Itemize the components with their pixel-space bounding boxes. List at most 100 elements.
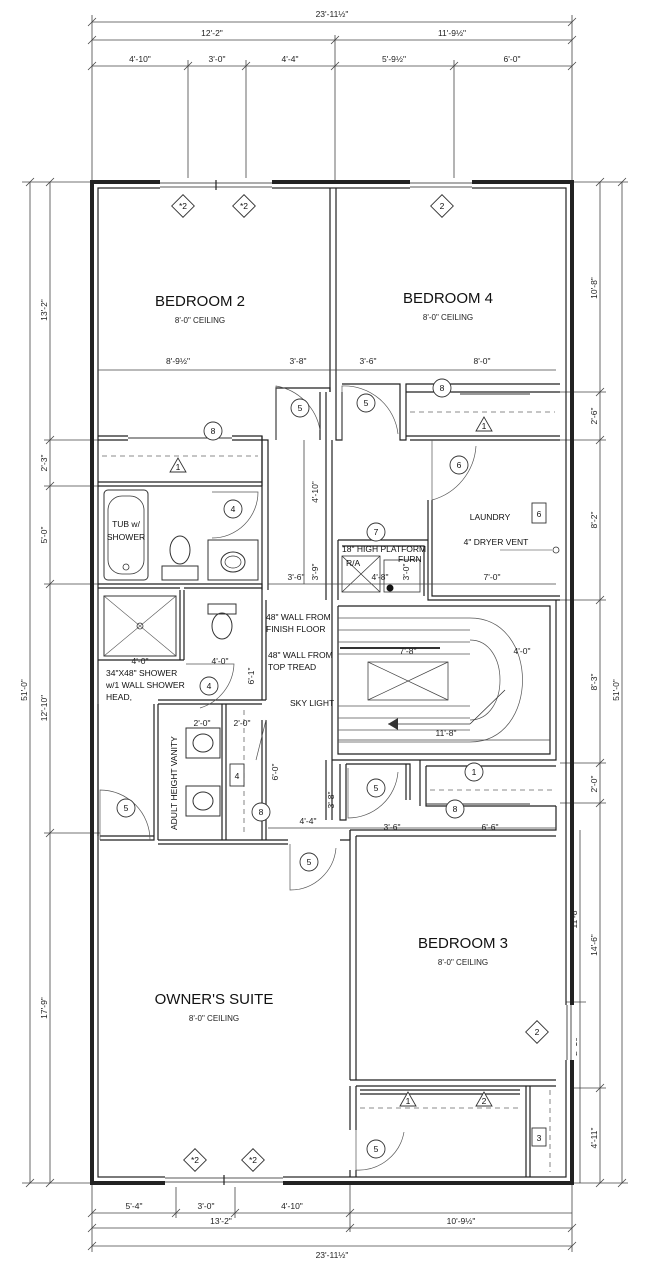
ceiling-bedroom-4: 8'-0" CEILING bbox=[423, 313, 473, 322]
door-tag: 4 bbox=[207, 681, 212, 691]
dim-hall-6-0: 6'-0" bbox=[270, 764, 280, 781]
dim-hall-4-10: 4'-10" bbox=[310, 481, 320, 503]
window-tag: *2 bbox=[191, 1155, 199, 1165]
dim-bot-seg3: 4'-10" bbox=[281, 1201, 303, 1211]
dim-right-1: 10'-8" bbox=[589, 277, 599, 299]
dimension-labels: 23'-11½" 12'-2" 11'-9½" 4'-10" 3'-0" 4'-… bbox=[19, 9, 621, 1260]
note-wall-tread-1: 48" WALL FROM bbox=[268, 650, 333, 660]
door-tag: 5 bbox=[307, 857, 312, 867]
window-tag: 2 bbox=[535, 1027, 540, 1037]
dim-bath-4-0a: 4'-0" bbox=[132, 656, 149, 666]
door-tag: 8 bbox=[440, 383, 445, 393]
window-tag: *2 bbox=[179, 201, 187, 211]
dim-top-seg3: 4'-4" bbox=[282, 54, 299, 64]
cabinet-tag: 1 bbox=[406, 1096, 411, 1106]
door-tag: 5 bbox=[298, 403, 303, 413]
room-name-bedroom-2: BEDROOM 2 bbox=[155, 293, 245, 310]
door-tag: 8 bbox=[453, 804, 458, 814]
door-tag: 5 bbox=[374, 783, 379, 793]
door-tag: 5 bbox=[124, 803, 129, 813]
dim-stair-7-8: 7'-8" bbox=[400, 646, 417, 656]
dim-furn-3-0: 3'-0" bbox=[401, 564, 411, 581]
dim-bot-total: 23'-11½" bbox=[316, 1250, 349, 1260]
dim-furn-4-8: 4'-8" bbox=[372, 572, 389, 582]
dim-right-5: 2'-0" bbox=[589, 776, 599, 793]
dim-vanity-2-0b: 2'-0" bbox=[234, 718, 251, 728]
dim-left-2: 2'-3" bbox=[39, 455, 49, 472]
dim-top-total: 23'-11½" bbox=[316, 9, 349, 19]
sink-icon bbox=[220, 551, 246, 573]
room-labels: BEDROOM 2 8'-0" CEILING BEDROOM 4 8'-0" … bbox=[155, 290, 511, 1023]
dim-top-right: 11'-9½" bbox=[438, 28, 466, 38]
ceiling-bedroom-2: 8'-0" CEILING bbox=[175, 316, 225, 325]
cabinet-tag: 4 bbox=[235, 771, 240, 781]
dim-laundry-7-0: 7'-0" bbox=[484, 572, 501, 582]
cabinet-tag: 3 bbox=[537, 1133, 542, 1143]
room-name-bedroom-3: BEDROOM 3 bbox=[418, 935, 508, 952]
dim-hall-3-6: 3'-6" bbox=[288, 572, 305, 582]
dim-left-total: 51'-0" bbox=[19, 679, 29, 701]
note-tub-line2: SHOWER bbox=[107, 532, 145, 542]
note-dryer-vent: 4" DRYER VENT bbox=[464, 537, 529, 547]
dim-b4-width: 8'-0" bbox=[474, 356, 491, 366]
cabinet-tag: 1 bbox=[176, 462, 181, 472]
note-wall-finish-2: FINISH FLOOR bbox=[266, 624, 326, 634]
dim-hall-3-9: 3'-9" bbox=[310, 564, 320, 581]
toilet-icon bbox=[169, 535, 191, 565]
dim-right-total: 51'-0" bbox=[611, 679, 621, 701]
note-tub-line1: TUB w/ bbox=[112, 519, 141, 529]
window-tag: 2 bbox=[440, 201, 445, 211]
door-tag: 8 bbox=[211, 426, 216, 436]
room-name-laundry: LAUNDRY bbox=[470, 512, 511, 522]
dim-top-seg2: 3'-0" bbox=[209, 54, 226, 64]
dim-top-left: 12'-2" bbox=[201, 28, 223, 38]
dim-vanity-2-0a: 2'-0" bbox=[194, 718, 211, 728]
bathtub bbox=[103, 489, 149, 581]
note-shower-3: HEAD, bbox=[106, 692, 132, 702]
dim-b2-width: 8'-9½" bbox=[166, 356, 190, 366]
dim-top-seg4: 5'-9½" bbox=[382, 54, 406, 64]
note-wall-finish-1: 48" WALL FROM bbox=[266, 612, 331, 622]
dim-b2-hall: 3'-8" bbox=[290, 356, 307, 366]
cabinet-tags: 1 1 1 2 3 6 4 bbox=[169, 416, 547, 1147]
door-tag: 5 bbox=[364, 398, 369, 408]
dim-left-3: 5'-0" bbox=[39, 527, 49, 544]
dim-bot-left: 13'-2" bbox=[210, 1216, 232, 1226]
cabinet-tag: 2 bbox=[482, 1096, 487, 1106]
note-furnace: FURN bbox=[398, 554, 422, 564]
dim-bot-right: 10'-9½" bbox=[447, 1216, 476, 1226]
interior-dimensions: 8'-9½" 3'-8" 3'-6" 8'-0" 4'-10" 3'-6" 3'… bbox=[98, 356, 556, 832]
door-tag: 6 bbox=[457, 460, 462, 470]
dim-b4-hall: 3'-6" bbox=[360, 356, 377, 366]
shower-stall bbox=[103, 595, 177, 657]
note-shower-2: w/1 WALL SHOWER bbox=[105, 680, 185, 690]
plan-notes: TUB w/ SHOWER 4" DRYER VENT 18" HIGH PLA… bbox=[105, 519, 528, 830]
dim-hall-4-4: 4'-4" bbox=[300, 816, 317, 826]
note-return-air: R/A bbox=[346, 558, 361, 568]
note-vanity: ADULT HEIGHT VANITY bbox=[169, 736, 179, 830]
note-skylight: SKY LIGHT bbox=[290, 698, 334, 708]
dim-left-1: 13'-2" bbox=[39, 299, 49, 321]
window-tag: *2 bbox=[249, 1155, 257, 1165]
window-tag: *2 bbox=[240, 201, 248, 211]
door-tag: 4 bbox=[231, 504, 236, 514]
door-tag: 5 bbox=[374, 1144, 379, 1154]
note-shower-1: 34"X48" SHOWER bbox=[106, 668, 177, 678]
window-tags: *2 *2 2 2 *2 *2 bbox=[171, 194, 549, 1172]
door-tag: 7 bbox=[374, 527, 379, 537]
dim-stair-11-8: 11'-8" bbox=[435, 728, 456, 738]
door-tags: 8 8 8 8 5 5 5 5 5 5 6 4 4 7 1 bbox=[116, 378, 484, 1159]
room-name-owners-suite: OWNER'S SUITE bbox=[155, 991, 274, 1008]
ceiling-owners-suite: 8'-0" CEILING bbox=[189, 1014, 239, 1023]
note-platform: 18" HIGH PLATFORM bbox=[342, 544, 426, 554]
dim-stair-4-0: 4'-0" bbox=[514, 646, 531, 656]
room-name-bedroom-4: BEDROOM 4 bbox=[403, 290, 493, 307]
dim-top-seg5: 6'-0" bbox=[504, 54, 521, 64]
dim-hall-3-8: 3'-8" bbox=[326, 792, 336, 809]
dim-right-9: 4'-11" bbox=[589, 1127, 599, 1148]
dim-b3-3-6: 3'-6" bbox=[384, 822, 401, 832]
note-wall-tread-2: TOP TREAD bbox=[268, 662, 316, 672]
ceiling-bedroom-3: 8'-0" CEILING bbox=[438, 958, 488, 967]
dim-left-4: 12'-10" bbox=[39, 695, 49, 721]
